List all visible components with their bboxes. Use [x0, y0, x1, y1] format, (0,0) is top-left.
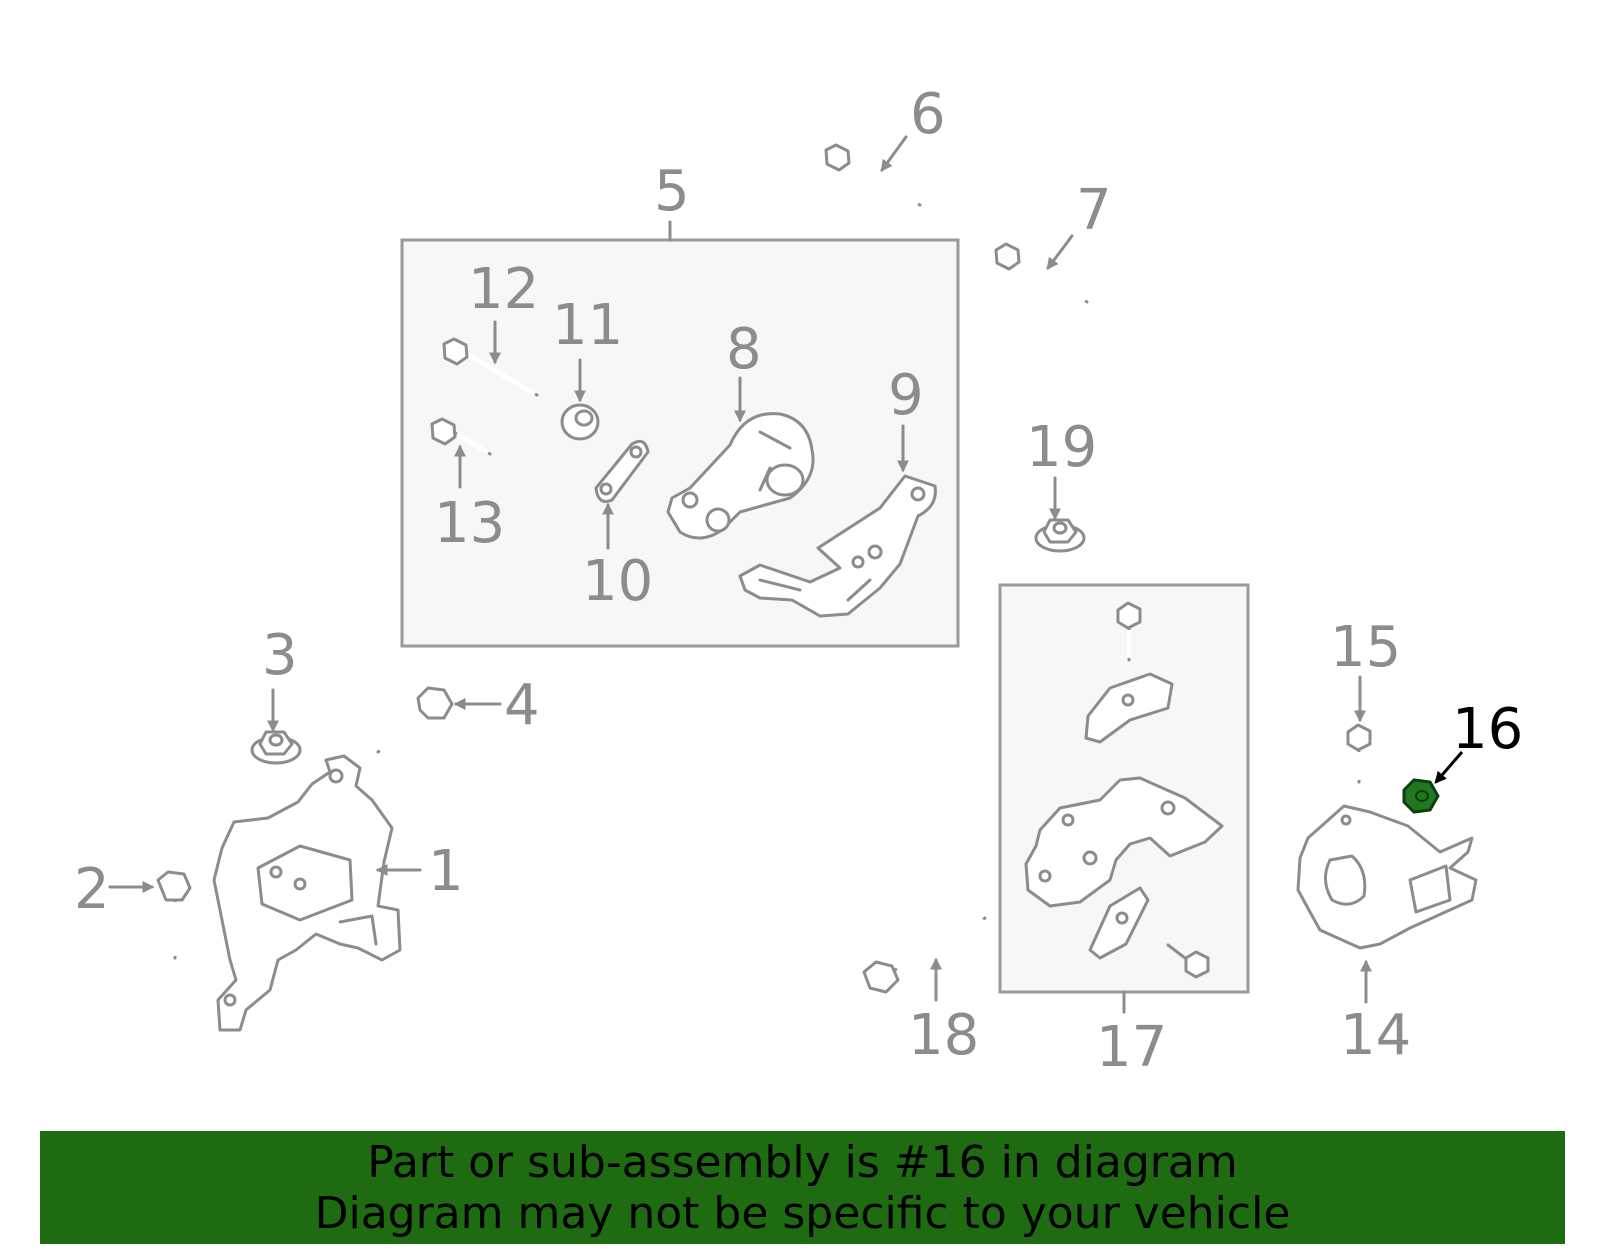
callout-13: 13: [434, 491, 505, 556]
mount-1: [212, 754, 402, 1032]
bolt-2: [156, 870, 192, 960]
callout-17: 17: [1096, 1015, 1167, 1080]
nut-19: [1034, 518, 1086, 553]
callout-11: 11: [552, 293, 623, 358]
callout-5: 5: [654, 159, 690, 224]
info-banner: Part or sub-assembly is #16 in diagram D…: [40, 1131, 1565, 1244]
mount-8: [666, 412, 815, 540]
callout-18: 18: [908, 1003, 979, 1068]
callout-8: 8: [726, 317, 762, 382]
callout-6: 6: [910, 82, 946, 147]
nut-3: [250, 730, 302, 765]
bolt-6: [824, 143, 922, 207]
callout-19: 19: [1026, 415, 1097, 480]
callout-14: 14: [1340, 1003, 1411, 1068]
washer-11: [560, 403, 600, 441]
assembly-17: [1024, 601, 1224, 979]
callout-1: 1: [428, 839, 464, 904]
callout-12: 12: [468, 257, 539, 322]
banner-line-2: Diagram may not be specific to your vehi…: [314, 1187, 1291, 1239]
bolt-12: [442, 337, 539, 397]
bolt-7: [994, 242, 1089, 304]
nut-16-highlighted: [1402, 778, 1440, 814]
callout-16-highlighted: 16: [1452, 697, 1523, 762]
bolt-13: [430, 417, 492, 456]
banner-line-1: Part or sub-assembly is #16 in diagram: [367, 1136, 1238, 1188]
bolt-18: [862, 916, 987, 994]
callout-2: 2: [74, 857, 110, 922]
bolt-15: [1346, 723, 1372, 784]
callout-10: 10: [582, 549, 653, 614]
callout-3: 3: [262, 623, 298, 688]
callout-4: 4: [504, 673, 540, 738]
bolt-4: [376, 686, 454, 754]
bracket-9: [738, 474, 937, 618]
callout-15: 15: [1330, 615, 1401, 680]
callout-7: 7: [1076, 178, 1112, 243]
link-10: [594, 439, 650, 503]
callout-9: 9: [888, 363, 924, 428]
mount-14: [1296, 804, 1478, 950]
